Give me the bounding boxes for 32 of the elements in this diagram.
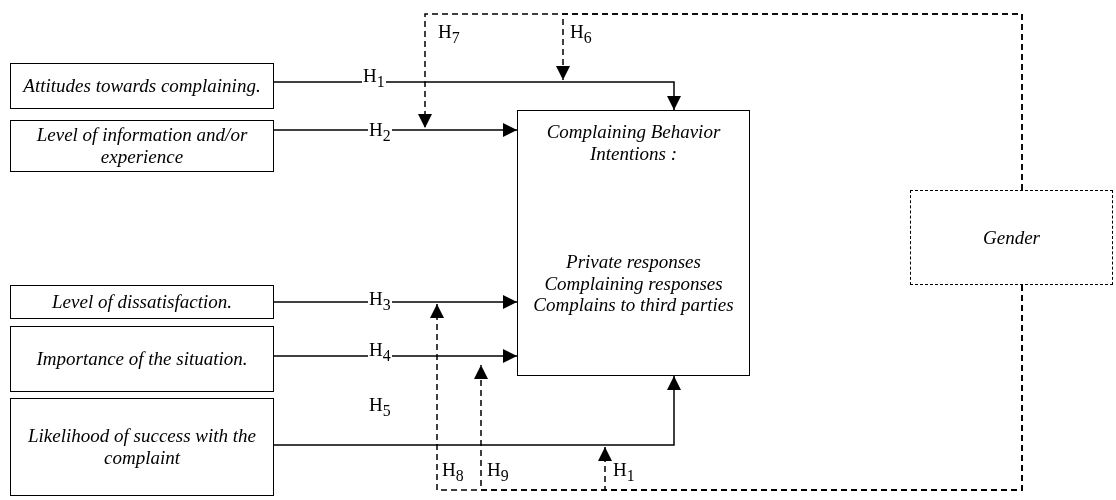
node-text: Private responses Complaining responses Complains to third parties	[532, 250, 735, 317]
edge-label: H$_{1}$	[612, 460, 636, 484]
edge-label: H$_{4}$	[368, 340, 392, 364]
edge-label: H$_{6}$	[569, 22, 593, 46]
edge-label: H$_{1}$	[362, 66, 386, 90]
factor-box	[10, 285, 274, 319]
node-text: Complaining Behavior Intentions :	[545, 121, 722, 165]
arrow	[273, 123, 518, 137]
arrow	[273, 375, 681, 446]
moderator-box	[910, 190, 1113, 285]
node-text: Importance of the situation.	[36, 348, 248, 370]
edge-label: H$_{9}$	[486, 460, 510, 484]
factor-box	[10, 120, 274, 172]
arrow	[273, 295, 518, 309]
factor-box	[10, 63, 274, 109]
edge-label: H$_{5}$	[368, 395, 392, 419]
arrow	[273, 349, 518, 363]
edge-label: H$_{7}$	[437, 22, 461, 46]
node-text: Level of information and/or experience	[35, 124, 249, 168]
node-text: Level of dissatisfaction.	[52, 291, 232, 313]
arrow	[273, 81, 681, 111]
outcome-box	[517, 110, 750, 376]
factor-box	[10, 326, 274, 392]
edge-label: H$_{3}$	[368, 289, 392, 313]
edge-label: H$_{2}$	[368, 120, 392, 144]
node-text: Attitudes towards complaining.	[23, 75, 261, 97]
factor-box	[10, 398, 274, 496]
node-text: Likelihood of success with the complaint	[27, 425, 257, 469]
edge-label: H$_{8}$	[441, 460, 465, 484]
dashed-arrow	[598, 284, 1023, 491]
node-text: Gender	[983, 226, 1040, 249]
dashed-arrow	[418, 13, 1023, 191]
